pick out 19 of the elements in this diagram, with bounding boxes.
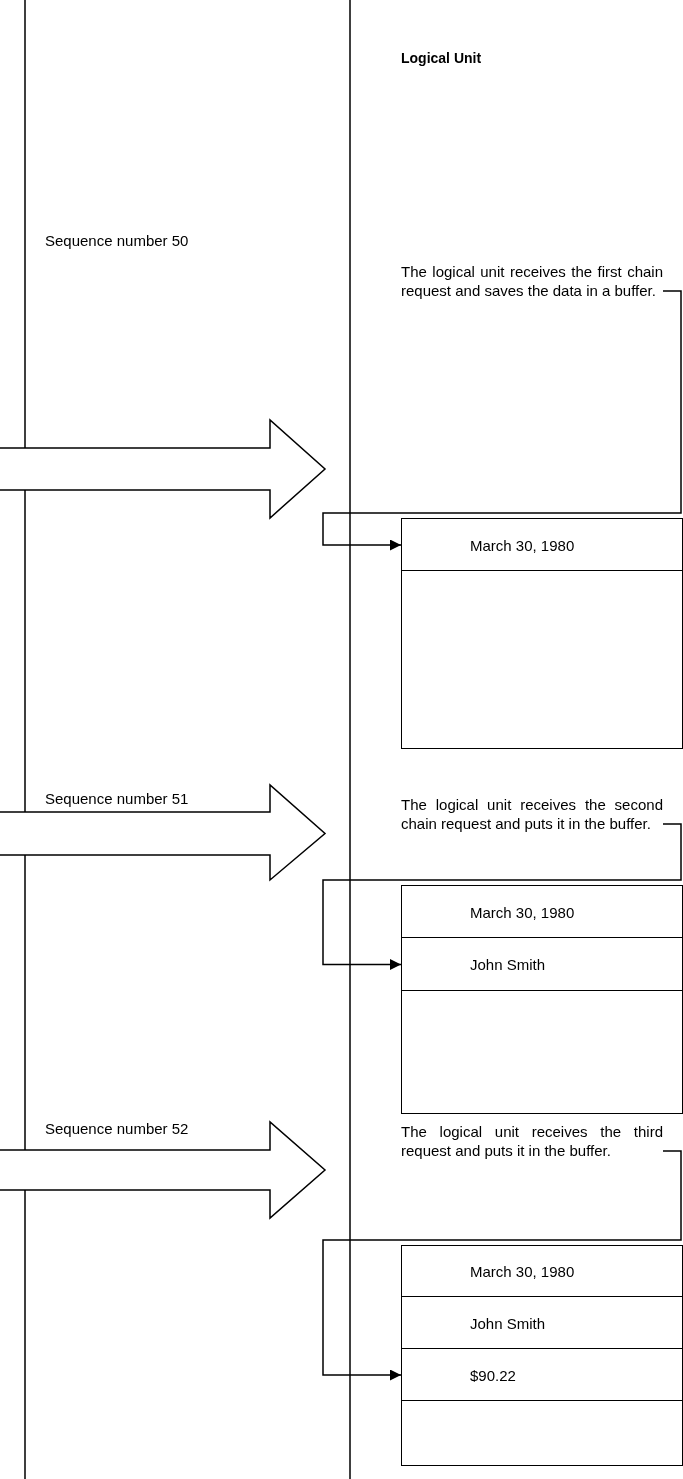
row-text: John Smith (470, 955, 546, 973)
connector-arrow (322, 823, 682, 970)
connector-arrow (322, 290, 682, 551)
description-text: The logical unit receives the first chain request and saves the data in a buffer. (401, 262, 663, 300)
description-text: The logical unit receives the second chain request and puts it in the buffer. (401, 795, 663, 833)
buffer-box (401, 518, 683, 749)
column-heading: Logical Unit (401, 50, 482, 66)
row-text: March 30, 1980 (470, 903, 575, 920)
row-text: March 30, 1980 (470, 536, 575, 553)
sequence-label: Sequence number 50 (45, 232, 189, 249)
row-text: $90.22 (470, 1366, 516, 1383)
sequence-label: Sequence number 51 (45, 790, 189, 807)
sequence-label: Sequence number 52 (45, 1120, 189, 1137)
connector-arrow (322, 1150, 682, 1381)
row-text: March 30, 1980 (470, 1262, 575, 1280)
buffer-box (401, 885, 683, 1114)
row-text: John Smith (470, 1314, 546, 1331)
buffer-box (401, 1245, 683, 1466)
description-text: The logical unit receives the third request and puts it in the buffer. (401, 1122, 663, 1160)
